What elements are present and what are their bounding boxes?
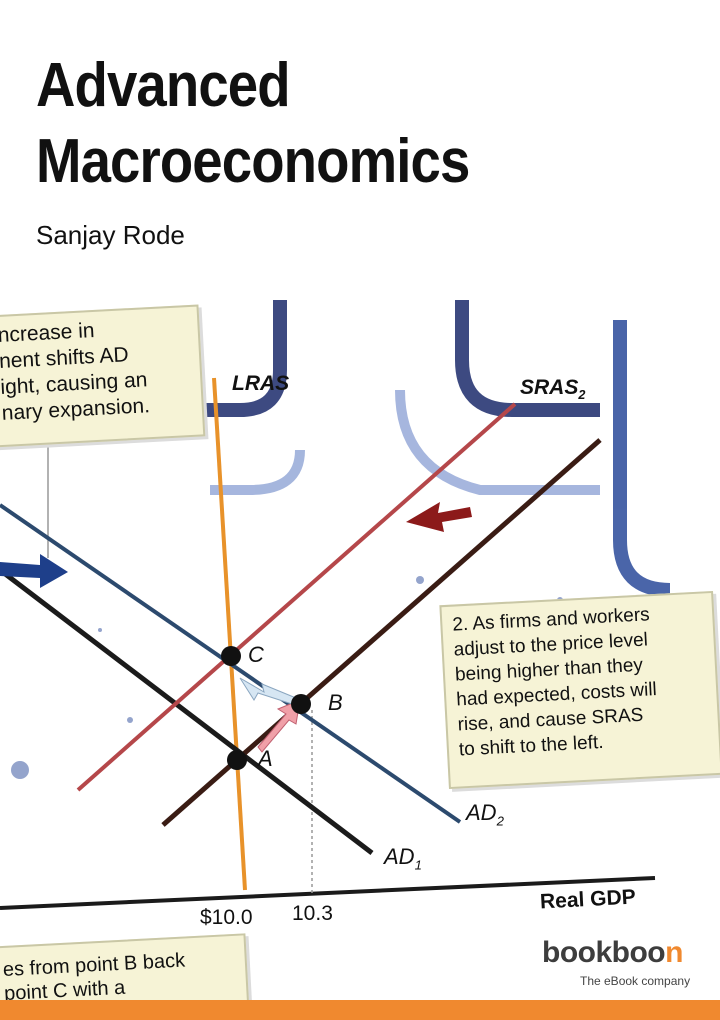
bottom-brand-bar xyxy=(0,1000,720,1020)
publisher-logo: bookboon xyxy=(542,936,683,970)
economics-graph xyxy=(0,300,694,910)
ad1-label-sub: 1 xyxy=(414,857,422,873)
decor-swirl-4 xyxy=(395,389,600,495)
author-name: Sanjay Rode xyxy=(36,220,185,250)
publisher-tagline: The eBook company xyxy=(580,974,691,988)
point-c-marker xyxy=(221,646,241,666)
lras-label: LRAS xyxy=(232,372,290,395)
sras2-label-text: SRAS xyxy=(520,376,579,399)
x-tick-label: 10.3 xyxy=(292,902,333,925)
ad2-label-text: AD xyxy=(466,800,497,825)
x-axis-line xyxy=(0,876,656,910)
sras2-label-sub: 2 xyxy=(578,388,586,403)
x-tick-label: $10.0 xyxy=(200,906,253,929)
logo-accent-text: n xyxy=(665,936,683,969)
lras-curve xyxy=(212,377,247,891)
book-title: Advanced Macroeconomics xyxy=(36,48,599,200)
b-to-c-arrow xyxy=(239,677,297,705)
decor-swirl-5 xyxy=(210,449,305,495)
right-shift-arrow xyxy=(0,554,68,588)
ad2-label-sub: 2 xyxy=(496,813,504,829)
title-line-1: Advanced xyxy=(36,51,291,120)
left-shift-arrow xyxy=(406,502,472,532)
ad1-curve xyxy=(0,568,374,855)
decor-swirl-3 xyxy=(613,320,671,597)
x-axis-title: Real GDP xyxy=(539,885,637,914)
callout-sras-shift: 2. As firms and workers adjust to the pr… xyxy=(439,590,720,790)
point-a-label: A xyxy=(258,746,273,771)
sras2-label: SRAS2 xyxy=(520,376,585,402)
point-a-marker xyxy=(227,750,247,770)
point-b-label: B xyxy=(328,690,343,715)
ad1-label-text: AD xyxy=(384,844,415,869)
cover-illustration: ncrease in nent shifts AD ight, causing … xyxy=(0,300,720,1000)
logo-main-text: bookboo xyxy=(542,936,666,969)
title-line-2: Macroeconomics xyxy=(36,127,470,196)
sras2-curve xyxy=(76,402,517,792)
ad1-label: AD1 xyxy=(384,844,422,872)
callout-ad-shift: ncrease in nent shifts AD ight, causing … xyxy=(0,304,206,448)
point-c-label: C xyxy=(248,642,264,667)
decor-swirl-2 xyxy=(190,300,287,417)
callout-return: es from point B back point C with a xyxy=(0,933,251,1000)
point-b-marker xyxy=(291,694,311,714)
ad2-label: AD2 xyxy=(466,800,504,828)
